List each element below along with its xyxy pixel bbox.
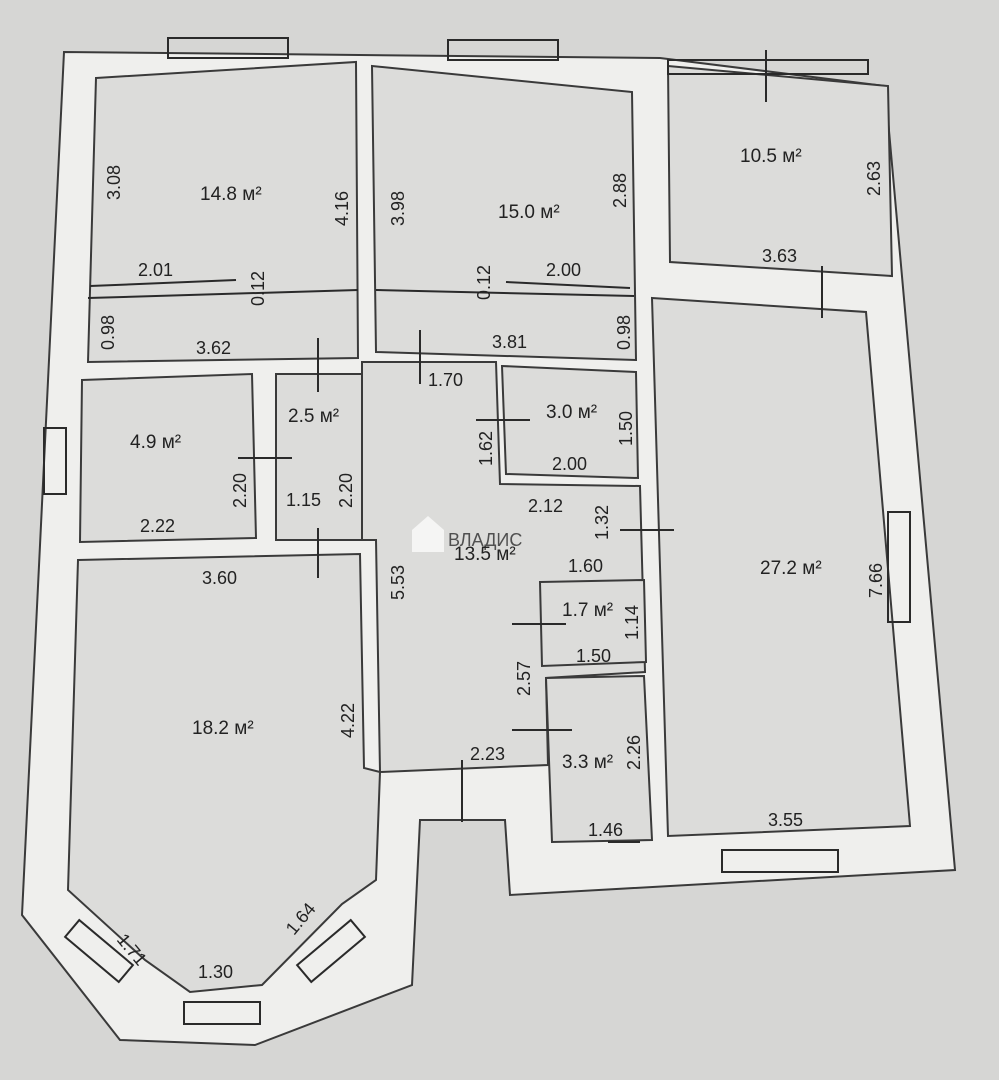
house-icon	[412, 516, 444, 552]
dimension-label: 5.53	[388, 565, 408, 600]
dimension-label: 0.98	[98, 315, 118, 350]
window-right	[887, 511, 911, 623]
area-label: 1.7 м²	[562, 600, 613, 621]
dimension-label: 2.00	[552, 454, 587, 474]
dimension-label: 1.30	[198, 962, 233, 982]
dimension-label: 3.08	[104, 165, 124, 200]
area-label: 13.5 м²	[454, 544, 516, 565]
watermark-text: ВЛАДИС	[448, 530, 522, 550]
dimension-label: 0.12	[248, 271, 268, 306]
area-label: 18.2 м²	[192, 718, 254, 739]
dimension-label: 4.22	[338, 703, 358, 738]
room-bath	[544, 674, 654, 844]
dimension-label: 3.98	[388, 191, 408, 226]
room-4-9	[78, 372, 258, 544]
dimension-label: 2.12	[528, 496, 563, 516]
area-label: 10.5 м²	[740, 146, 802, 167]
dimension-label: 2.00	[546, 260, 581, 280]
area-label: 27.2 м²	[760, 558, 822, 579]
wardrobe-partition-left	[87, 289, 359, 299]
windows	[43, 37, 911, 1025]
room-bedroom-top-left	[86, 60, 360, 364]
area-label: 3.3 м²	[562, 752, 613, 773]
window-top-right	[667, 59, 869, 75]
dimension-label: 2.88	[610, 173, 630, 208]
wardrobe-partition-right	[375, 289, 635, 297]
dimension-label: 7.66	[866, 563, 886, 598]
area-label: 14.8 м²	[200, 184, 262, 205]
dimension-label: 1.15	[286, 490, 321, 510]
dimension-label: 1.50	[576, 646, 611, 666]
dimension-label: 3.62	[196, 338, 231, 358]
area-label: 3.0 м²	[546, 402, 597, 423]
room-storage-3	[500, 364, 640, 480]
dimension-label: 1.50	[616, 411, 636, 446]
dimension-label: 2.01	[138, 260, 173, 280]
dimension-label: 2.26	[624, 735, 644, 770]
door-marks	[238, 50, 823, 843]
area-label: 15.0 м²	[498, 202, 560, 223]
dimension-label: 3.60	[202, 568, 237, 588]
window-living-bottom	[721, 849, 839, 873]
area-label: 4.9 м²	[130, 432, 181, 453]
window-bay-bottom	[183, 1001, 261, 1025]
dimension-label: 1.14	[622, 605, 642, 640]
dimension-label: 1.32	[592, 505, 612, 540]
window-bay-left	[63, 918, 135, 984]
dimension-label: 2.23	[470, 744, 505, 764]
dimension-label: 1.60	[568, 556, 603, 576]
dimension-label: 1.62	[476, 431, 496, 466]
window-top-left	[167, 37, 289, 59]
room-living	[650, 296, 912, 838]
window-bay-right	[295, 918, 367, 984]
room-bedroom-top-middle	[370, 64, 638, 362]
wardrobe-line-left	[89, 279, 237, 287]
room-top-right	[666, 64, 894, 278]
room-bedroom-bay	[66, 552, 382, 994]
dimension-label: 2.57	[514, 661, 534, 696]
dimension-label: 1.70	[428, 370, 463, 390]
dimension-label: 3.55	[768, 810, 803, 830]
area-label: 2.5 м²	[288, 406, 339, 427]
dimension-label: 3.63	[762, 246, 797, 266]
dimension-label: 1.46	[588, 820, 623, 840]
dimension-label: 2.22	[140, 516, 175, 536]
dimension-label: 2.63	[864, 161, 884, 196]
watermark: ВЛАДИС	[412, 516, 522, 552]
dimension-label: 0.98	[614, 315, 634, 350]
dimension-label: 4.16	[332, 191, 352, 226]
window-top-middle	[447, 39, 559, 61]
room-wc	[538, 578, 648, 668]
dimension-label: 2.20	[336, 473, 356, 508]
dimension-label: 3.81	[492, 332, 527, 352]
dimension-label: 2.20	[230, 473, 250, 508]
dimension-label: 0.12	[474, 265, 494, 300]
wardrobe-line-right	[505, 281, 631, 289]
window-left	[43, 427, 67, 495]
